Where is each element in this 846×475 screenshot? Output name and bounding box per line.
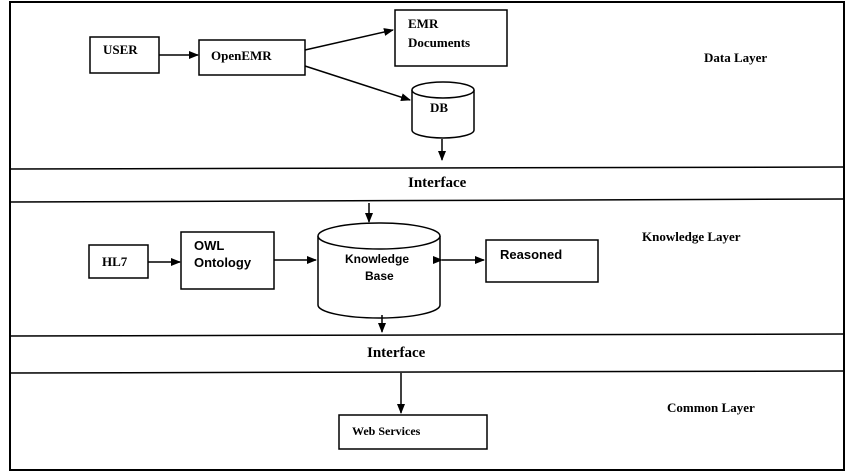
data-layer-label: Data Layer	[704, 50, 767, 65]
db-label: DB	[430, 100, 448, 115]
reasoned-label: Reasoned	[500, 247, 562, 262]
band-line-3	[9, 333, 845, 337]
emr-documents-label-1: EMR	[408, 16, 439, 31]
openemr-box	[198, 39, 306, 76]
owl-ontology-label-1: OWL	[194, 238, 224, 253]
outer-frame	[9, 1, 845, 471]
interface-bottom-label: Interface	[367, 345, 426, 361]
owl-ontology-label-2: Ontology	[194, 255, 252, 270]
web-services-box	[338, 414, 488, 450]
arrow-openemr-db	[304, 65, 411, 102]
web-services-label: Web Services	[352, 424, 421, 438]
band-line-1	[9, 166, 845, 170]
user-box	[89, 36, 160, 74]
interface-top-label: Interface	[408, 175, 467, 191]
common-layer-label: Common Layer	[667, 400, 755, 415]
openemr-label: OpenEMR	[211, 48, 272, 63]
knowledge-base-label-2: Base	[365, 269, 394, 283]
emr-documents-box	[394, 9, 508, 67]
knowledge-layer-label: Knowledge Layer	[642, 229, 741, 244]
reasoned-box	[485, 239, 599, 283]
arrow-openemr-emr	[304, 28, 394, 51]
band-line-4	[9, 370, 845, 374]
user-label: USER	[103, 42, 138, 57]
db-cylinder	[411, 81, 475, 139]
emr-documents-label-2: Documents	[408, 35, 470, 50]
owl-ontology-box	[180, 231, 275, 290]
knowledge-base-label-1: Knowledge	[345, 252, 409, 266]
knowledge-base-cylinder	[317, 222, 441, 319]
hl7-box	[88, 244, 149, 279]
band-line-2	[9, 198, 845, 203]
hl7-label: HL7	[102, 254, 128, 269]
